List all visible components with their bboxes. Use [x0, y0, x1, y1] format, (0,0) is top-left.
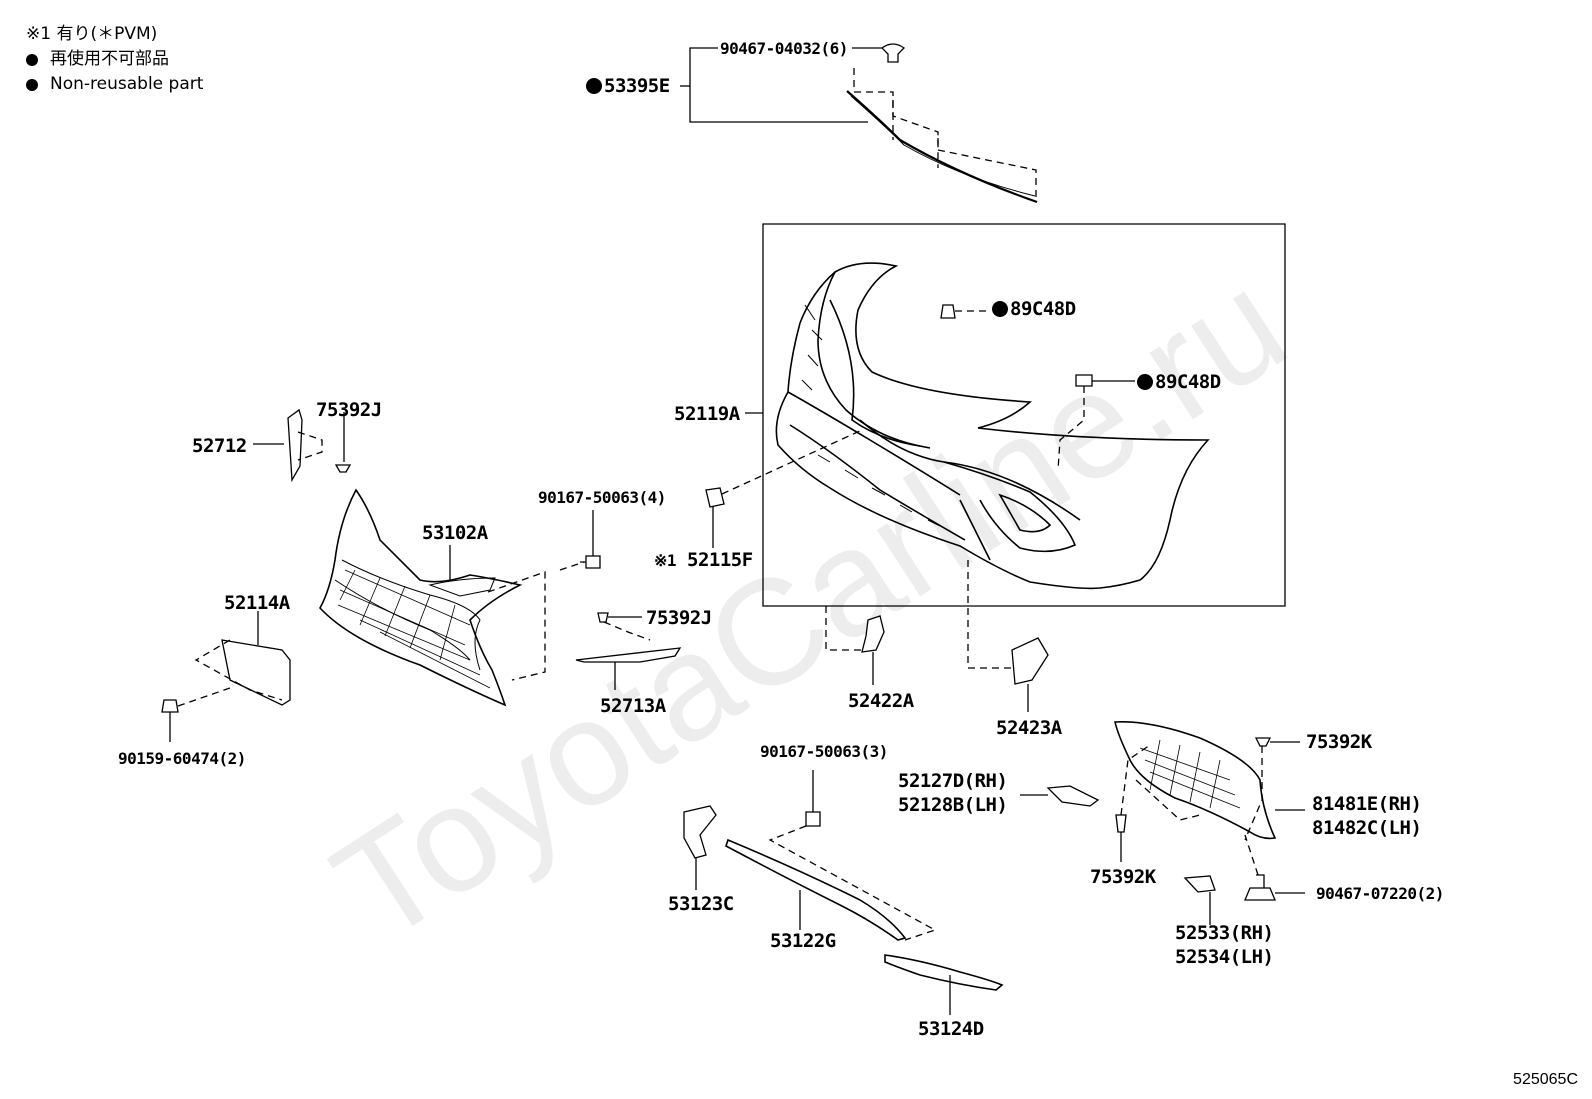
bullet-icon	[26, 78, 38, 91]
clip-75392k-a-icon	[1256, 738, 1270, 746]
part-52712	[288, 410, 302, 480]
clip-75392j-a-icon	[336, 465, 350, 472]
clip-89c48d-b-icon	[1076, 375, 1092, 386]
part-label-53123c[interactable]: 53123C	[668, 893, 734, 915]
non-reusable-icon	[1137, 374, 1153, 390]
molding-53122g	[726, 840, 905, 940]
part-label-53395e[interactable]: 53395E	[586, 75, 670, 97]
bolt-90159-60474-icon	[162, 700, 178, 712]
bracket-52114a	[222, 640, 290, 705]
bumper-cover-52119a	[776, 263, 1208, 588]
part-label-90159-60474[interactable]: 90159-60474(2)	[118, 749, 246, 768]
non-reusable-icon	[586, 78, 602, 94]
legend-non-reusable-en: Non-reusable part	[26, 72, 203, 97]
part-label-90467-07220[interactable]: 90467-07220(2)	[1316, 884, 1444, 903]
part-label-52119a[interactable]: 52119A	[674, 403, 740, 425]
nut-90467-07220-icon	[1245, 875, 1275, 900]
part-label-75392k-a[interactable]: 75392K	[1306, 731, 1372, 753]
part-53123c	[684, 806, 716, 858]
part-label-52128b[interactable]: 52128B(LH)	[898, 794, 1008, 816]
part-label-52712[interactable]: 52712	[192, 435, 247, 457]
clip-89c48d-a-icon	[941, 305, 955, 318]
legend-non-reusable-ja: 再使用不可部品	[26, 47, 203, 72]
leader-53395e	[690, 48, 868, 122]
clip-75392j-b-icon	[598, 613, 608, 622]
part-label-81481e[interactable]: 81481E(RH)	[1312, 793, 1422, 815]
grille-81481e	[1115, 722, 1275, 839]
part-52713a	[576, 648, 680, 662]
retainer-52115f-icon	[706, 488, 724, 507]
part-label-52533[interactable]: 52533(RH)	[1175, 922, 1274, 944]
bolt-90167-50063-b-icon	[806, 812, 820, 826]
legend: ※1 有り(＊PVM) 再使用不可部品 Non-reusable part	[26, 22, 203, 97]
part-label-75392k-b[interactable]: 75392K	[1090, 866, 1156, 888]
part-label-52114a[interactable]: 52114A	[224, 592, 290, 614]
part-label-52115f[interactable]: ※1 52115F	[654, 549, 753, 571]
clip-75392k-b-icon	[1116, 815, 1126, 832]
clip-90467-04032-icon	[882, 44, 904, 62]
part-label-53124d[interactable]: 53124D	[918, 1018, 984, 1040]
bullet-icon	[26, 53, 38, 66]
part-label-75392j-a[interactable]: 75392J	[316, 399, 382, 421]
part-label-90167-50063-b[interactable]: 90167-50063(3)	[760, 742, 888, 761]
part-label-52713a[interactable]: 52713A	[600, 695, 666, 717]
part-label-52534[interactable]: 52534(LH)	[1175, 946, 1274, 968]
part-label-52423a[interactable]: 52423A	[996, 717, 1062, 739]
part-label-90467-04032[interactable]: 90467-04032(6)	[720, 39, 848, 58]
grille-53102a	[320, 490, 520, 705]
legend-note: ※1 有り(＊PVM)	[26, 24, 158, 44]
part-52422a	[862, 616, 884, 652]
part-52127d	[1048, 786, 1098, 806]
part-label-53122g[interactable]: 53122G	[770, 930, 836, 952]
bumper-cover-frame	[763, 224, 1285, 606]
molding-53124d	[885, 955, 1002, 990]
part-label-52422a[interactable]: 52422A	[848, 690, 914, 712]
part-label-75392j-b[interactable]: 75392J	[646, 607, 712, 629]
part-label-89c48d-a[interactable]: 89C48D	[992, 298, 1076, 320]
molding-53395e	[847, 91, 1037, 202]
part-label-52127d[interactable]: 52127D(RH)	[898, 770, 1008, 792]
part-label-81482c[interactable]: 81482C(LH)	[1312, 817, 1422, 839]
part-label-53102a[interactable]: 53102A	[422, 522, 488, 544]
diagram-code: 525065C	[1513, 1071, 1578, 1088]
part-label-89c48d-b[interactable]: 89C48D	[1137, 371, 1221, 393]
part-52423a	[1012, 638, 1048, 684]
part-label-90167-50063-a[interactable]: 90167-50063(4)	[538, 488, 666, 507]
non-reusable-icon	[992, 301, 1008, 317]
part-52533	[1185, 876, 1215, 892]
